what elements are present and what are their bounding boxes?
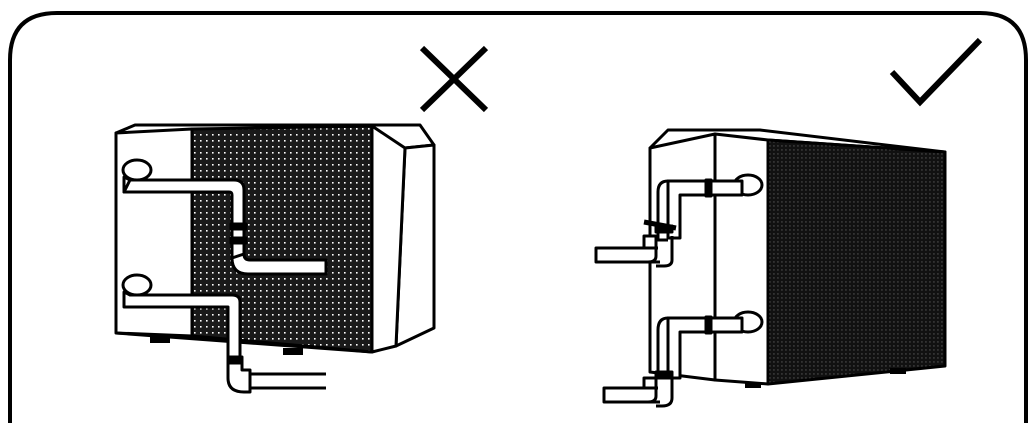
heat-pump-unit-right (648, 128, 947, 386)
panel-correct (594, 37, 983, 408)
water-pipes-left (121, 158, 328, 394)
panel-incorrect (114, 45, 489, 394)
fan-grille (766, 138, 947, 386)
unit-feet-right (745, 368, 906, 388)
heat-pump-unit-left (114, 123, 436, 354)
water-pipes-right (594, 173, 764, 408)
frame-border (8, 11, 1028, 423)
unit-feet-left (150, 336, 303, 355)
check-mark-icon (889, 37, 983, 107)
cross-mark-icon (419, 45, 489, 113)
fan-grille (190, 124, 374, 354)
